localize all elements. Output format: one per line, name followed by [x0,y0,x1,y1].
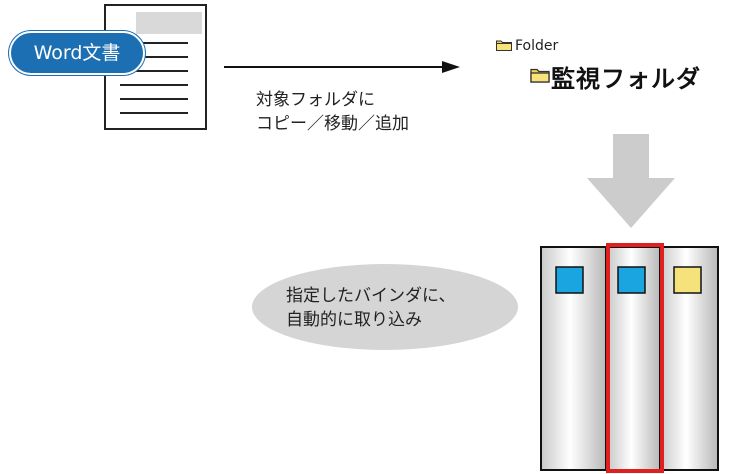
binder-2-tab [617,266,646,294]
binder-3 [659,246,719,471]
document-line [120,112,188,114]
binder-2-highlighted [606,243,664,473]
word-document-badge: Word文書 [9,31,145,75]
flow-caption: 対象フォルダに コピー／移動／追加 [256,88,409,136]
document-line [120,42,188,44]
note-line1: 指定したバインダに、 [286,286,456,306]
binder-3-tab [673,266,702,294]
note-line2: 自動的に取り込み [286,310,422,330]
document-header-bar [136,12,202,34]
flow-caption-line2: コピー／移動／追加 [256,114,409,134]
document-line [120,98,188,100]
down-arrow [587,134,675,228]
folder-icon [496,40,512,51]
document-line [120,84,188,86]
flow-caption-line1: 対象フォルダに [256,90,375,110]
binders-group [540,243,719,473]
note-ellipse [252,264,518,350]
selected-binder-highlight [606,243,664,473]
binder-1-tab [555,266,584,294]
watched-folder-icon [530,68,550,83]
note-text: 指定したバインダに、 自動的に取り込み [286,284,456,332]
document-line [120,70,188,72]
binder-1 [540,246,607,471]
watched-folder-label: 監視フォルダ [551,65,701,93]
parent-folder-label: Folder [515,38,559,54]
copy-move-arrow [224,61,460,73]
document-line [120,56,188,58]
